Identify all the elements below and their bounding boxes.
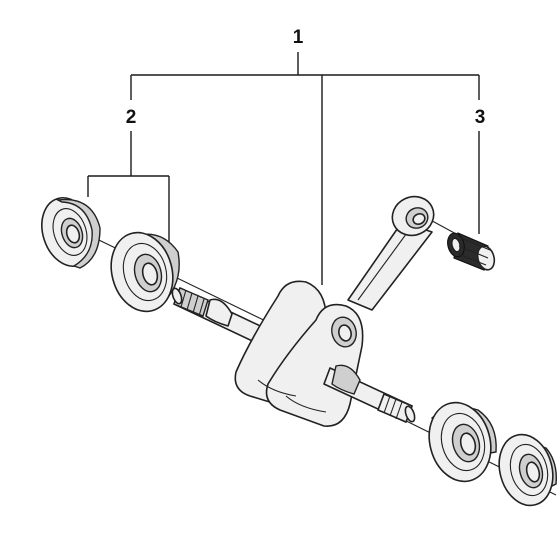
leader-lines: [87, 52, 480, 285]
callout-1: 1: [293, 27, 304, 48]
connecting-rod: [347, 195, 435, 311]
crankshaft-webs: [234, 280, 364, 427]
ball-bearing-left-inner: [110, 231, 180, 313]
ball-bearing-left-outer: [41, 197, 101, 269]
ball-bearing-right-inner: [428, 401, 497, 483]
callout-2: 2: [126, 107, 137, 128]
crankshaft-right-shaft: [323, 364, 416, 423]
ball-bearing-right-outer: [498, 433, 557, 507]
callout-3: 3: [475, 107, 486, 128]
needle-bearing: [447, 232, 496, 271]
